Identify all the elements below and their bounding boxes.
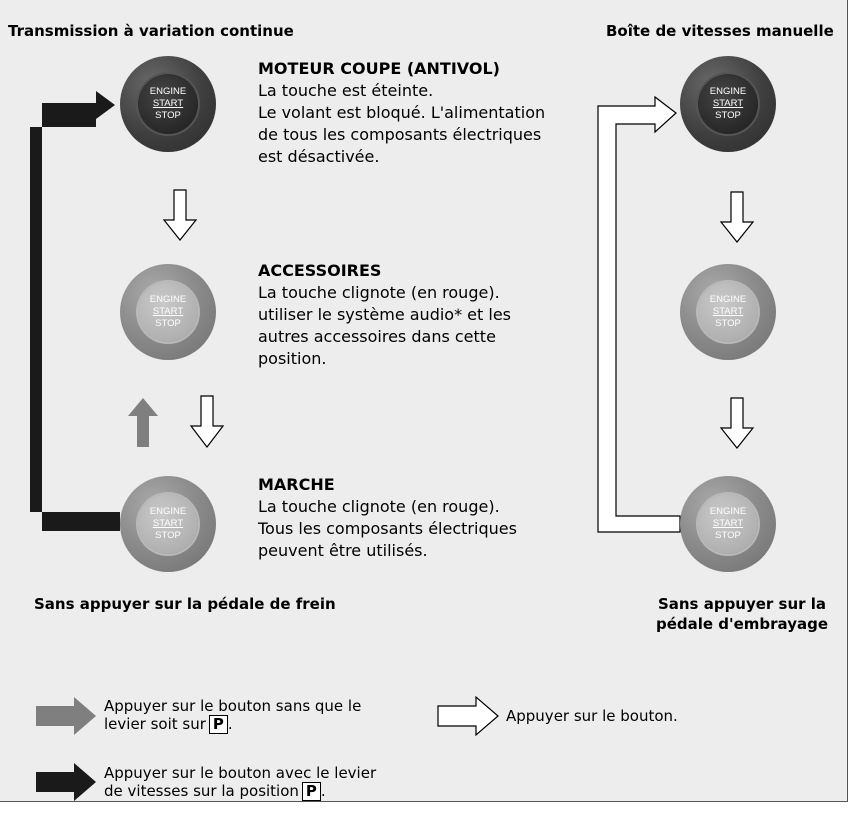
header-cvt: Transmission à variation continue (8, 22, 294, 40)
legend-black-arrow-icon (36, 763, 96, 801)
state-accessory-description: ACCESSOIRES La touche clignote (en rouge… (258, 260, 588, 370)
state-on-description: MARCHE La touche clignote (en rouge). To… (258, 474, 588, 562)
legend-gray-arrow-icon (36, 697, 96, 735)
state-off-line: Le volant est bloqué. L'alimentation (258, 103, 546, 122)
key-p-icon: P (301, 782, 321, 801)
legend-gray-text: Appuyer sur le bouton sans que le levier… (104, 697, 362, 734)
legend-white-text: Appuyer sur le bouton. (506, 707, 678, 725)
state-off-line: La touche est éteinte. (258, 81, 434, 100)
arrow-down-icon (719, 191, 755, 243)
arrow-down-icon (719, 397, 755, 449)
state-accessory-line: autres accessoires dans cette (258, 327, 496, 346)
state-accessory-line: utiliser le système audio* et les (258, 305, 511, 324)
state-on-line: La touche clignote (en rouge). (258, 497, 500, 516)
state-on-line: peuvent être utilisés. (258, 541, 428, 560)
state-on-line: Tous les composants électriques (258, 519, 517, 538)
arrow-down-icon (189, 395, 225, 448)
caption-brake: Sans appuyer sur la pédale de frein (34, 595, 336, 613)
state-off-line: est désactivée. (258, 147, 380, 166)
state-off-description: MOTEUR COUPE (ANTIVOL) La touche est éte… (258, 58, 588, 168)
state-off-title: MOTEUR COUPE (ANTIVOL) (258, 59, 500, 78)
legend-black-text: Appuyer sur le bouton avec le levier de … (104, 764, 377, 801)
header-manual: Boîte de vitesses manuelle (606, 22, 834, 40)
state-accessory-title: ACCESSOIRES (258, 261, 382, 280)
arrow-up-icon (128, 398, 158, 447)
state-accessory-line: La touche clignote (en rouge). (258, 283, 500, 302)
black-return-arrow (30, 91, 120, 531)
legend-white-arrow-icon (437, 695, 499, 737)
state-off-line: de tous les composants électriques (258, 125, 542, 144)
state-on-title: MARCHE (258, 475, 335, 494)
white-return-arrow (597, 95, 681, 533)
arrow-down-icon (162, 189, 198, 241)
caption-clutch: Sans appuyer sur la pédale d'embrayage (655, 595, 829, 633)
key-p-icon: P (208, 715, 228, 734)
state-accessory-line: position. (258, 349, 327, 368)
